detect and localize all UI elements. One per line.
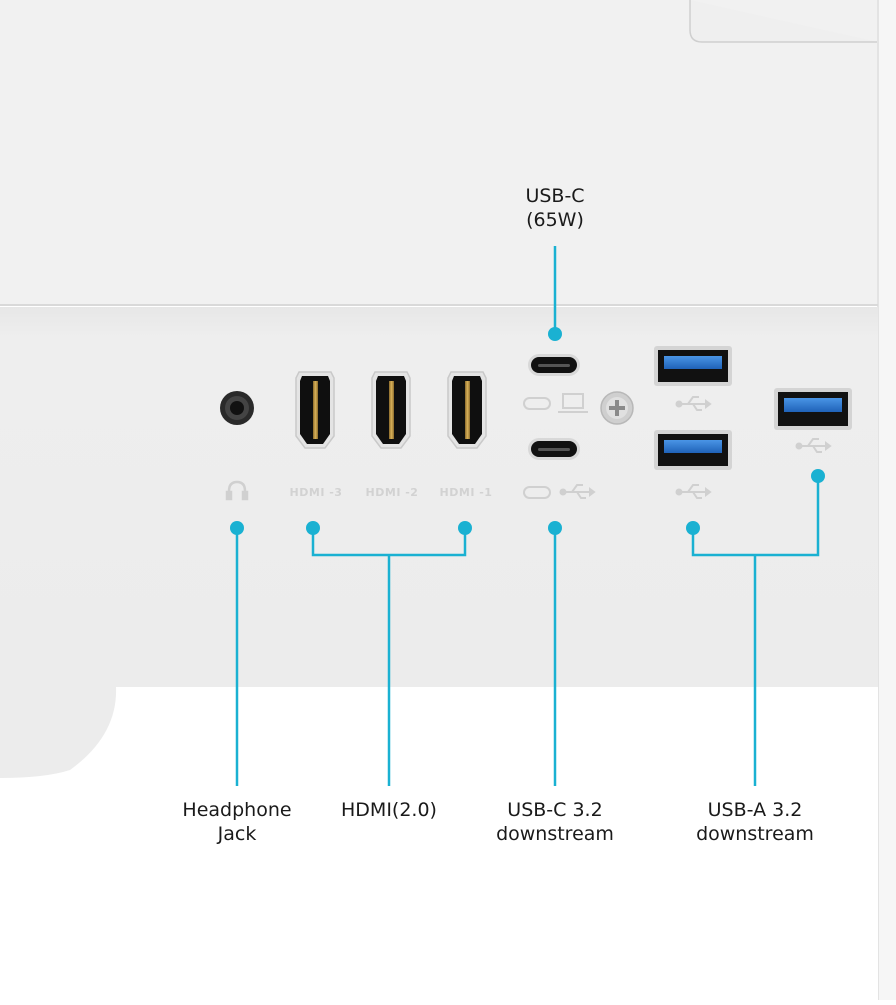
callout-dot-headphone bbox=[230, 521, 244, 535]
right-edge bbox=[878, 0, 896, 1000]
usb-c-power-label: USB-C (65W) bbox=[455, 184, 655, 232]
usb-c-outline-icon bbox=[523, 486, 551, 499]
callout-dot-usb-c-down bbox=[548, 521, 562, 535]
headphone-jack-label: Headphone Jack bbox=[137, 798, 337, 846]
hdmi-2-port-label: HDMI -2 bbox=[366, 486, 419, 499]
hdmi-label-line1: HDMI(2.0) bbox=[341, 799, 437, 821]
callout-dots bbox=[230, 327, 825, 535]
panel-corner-cutout bbox=[689, 0, 878, 43]
headphone-icon bbox=[225, 480, 249, 501]
usb-a-downstream-label-line1: USB-A 3.2 bbox=[707, 799, 803, 821]
callout-dot-usb-a-stack bbox=[686, 521, 700, 535]
screw-icon bbox=[600, 391, 634, 425]
callout-dot-hdmi-1 bbox=[458, 521, 472, 535]
hdmi-port-2 bbox=[371, 371, 411, 449]
hdmi-port-3 bbox=[295, 371, 335, 449]
usb-c-downstream-label-line2: downstream bbox=[496, 823, 614, 845]
usb-c-downstream-label-line1: USB-C 3.2 bbox=[507, 799, 603, 821]
headphone-label-line2: Jack bbox=[217, 823, 257, 845]
callout-lines bbox=[235, 246, 820, 786]
usb-c-power-port bbox=[528, 354, 580, 376]
hdmi-port-1 bbox=[447, 371, 487, 449]
usb-a-downstream-label-line2: downstream bbox=[696, 823, 814, 845]
usb-c-power-label-line1: USB-C bbox=[525, 185, 585, 207]
usb-symbol-icon bbox=[675, 396, 712, 411]
callout-dot-hdmi-3 bbox=[306, 521, 320, 535]
usb-a-port-top bbox=[654, 346, 732, 386]
usb-symbol-icon bbox=[795, 438, 832, 453]
laptop-icon bbox=[558, 393, 588, 413]
usb-c-downstream-port bbox=[528, 438, 580, 460]
usb-symbol-icon bbox=[559, 484, 596, 499]
hdmi-1-port-label: HDMI -1 bbox=[440, 486, 493, 499]
usb-a-port-bottom bbox=[654, 430, 732, 470]
usb-symbol-icon bbox=[675, 484, 712, 499]
usb-a-port-side bbox=[774, 388, 852, 430]
usb-c-power-label-line2: (65W) bbox=[526, 209, 584, 231]
usb-a-downstream-label: USB-A 3.2 downstream bbox=[655, 798, 855, 846]
upper-panel bbox=[0, 0, 878, 305]
callout-dot-usb-a-side bbox=[811, 469, 825, 483]
usb-c-outline-icon bbox=[523, 397, 551, 410]
callout-dot-usb-c-power bbox=[548, 327, 562, 341]
hdmi-3-port-label: HDMI -3 bbox=[290, 486, 343, 499]
headphone-label-line1: Headphone bbox=[182, 799, 292, 821]
hdmi-label: HDMI(2.0) bbox=[289, 798, 489, 822]
usb-c-downstream-label: USB-C 3.2 downstream bbox=[455, 798, 655, 846]
